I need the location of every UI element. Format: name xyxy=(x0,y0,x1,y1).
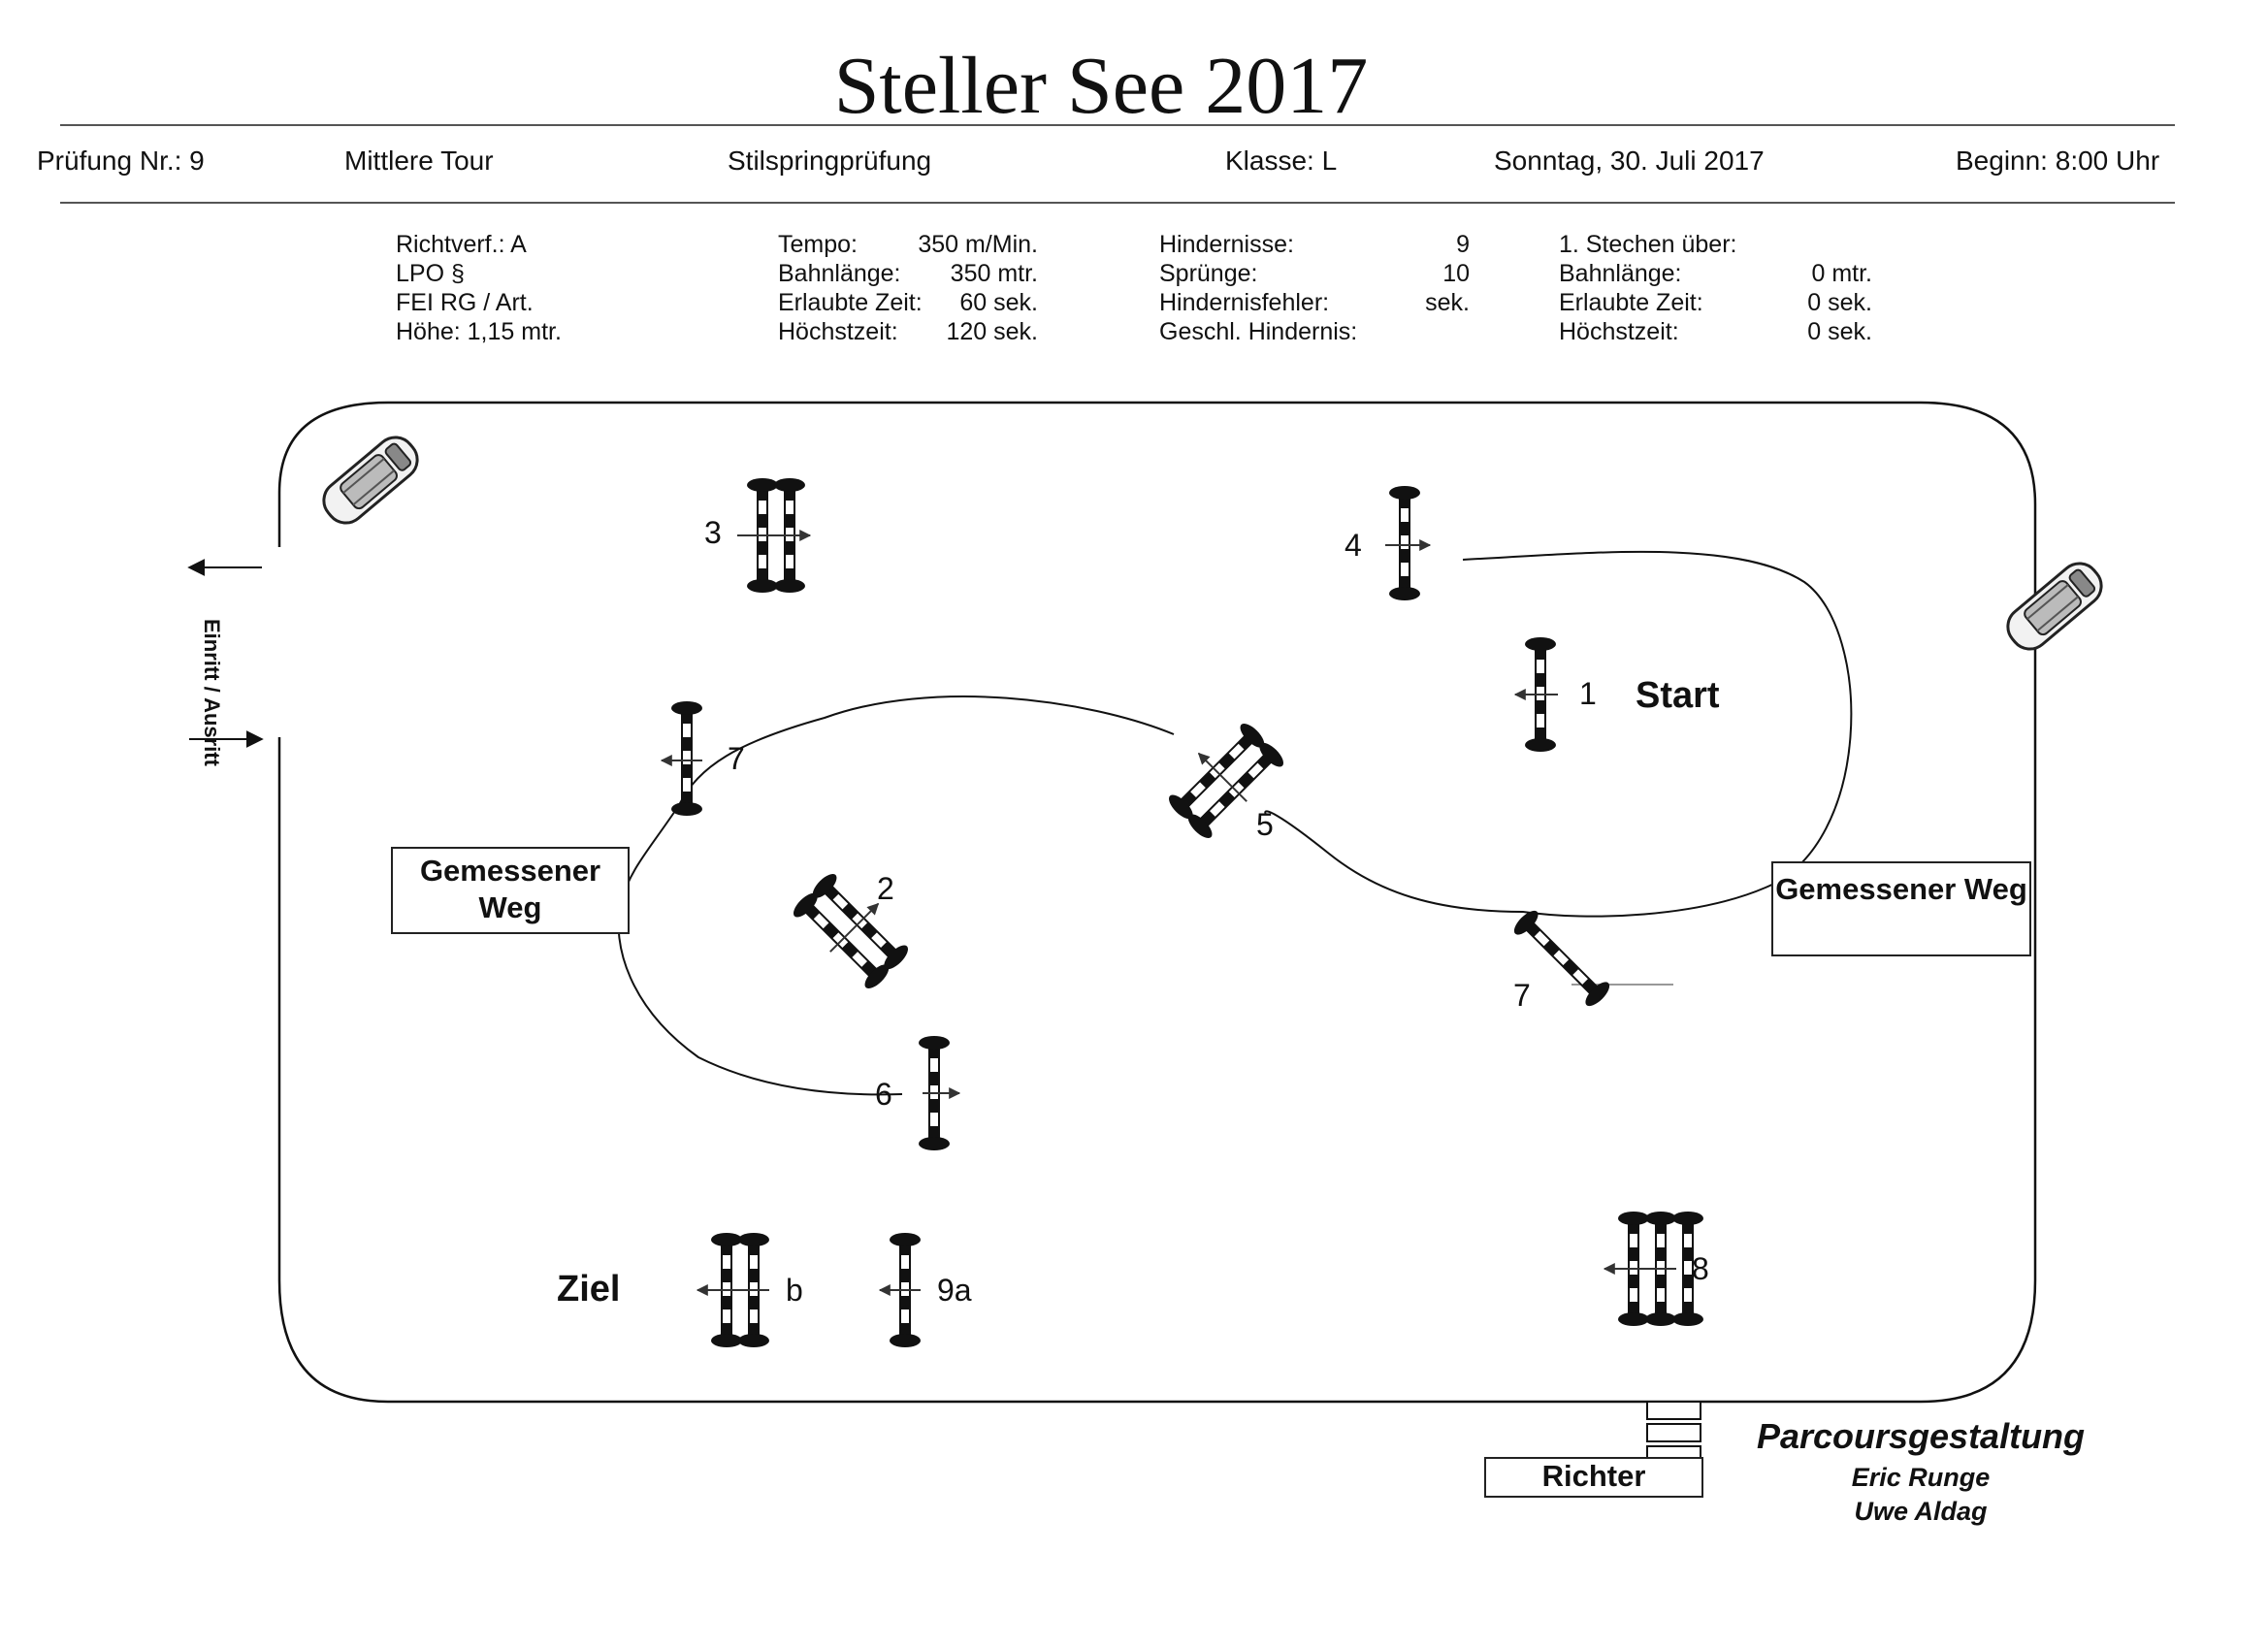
entrance-label: Einritt / Ausritt xyxy=(200,619,224,766)
obstacle-8 xyxy=(1603,1211,1704,1327)
detail-label: Bahnlänge: xyxy=(1559,260,1682,287)
detail-value: 0 sek. xyxy=(1807,318,1872,345)
detail-label: Höchstzeit: xyxy=(778,318,898,345)
rules-line: FEI RG / Art. xyxy=(396,289,534,316)
obstacle-number-1: 1 xyxy=(1579,676,1597,711)
obstacle-3 xyxy=(737,478,812,593)
rules-line: LPO § xyxy=(396,260,465,287)
obstacle-1 xyxy=(1513,636,1558,753)
page-title: Steller See 2017 xyxy=(833,41,1369,131)
event-date: Sonntag, 30. Juli 2017 xyxy=(1494,146,1765,176)
detail-value: 120 sek. xyxy=(946,318,1038,345)
obstacle-6 xyxy=(918,1035,961,1151)
rules-line: Höhe: 1,15 mtr. xyxy=(396,318,562,345)
obstacle-number-9a: 9a xyxy=(937,1273,972,1308)
obstacle-number-b: b xyxy=(786,1273,803,1308)
detail-value: sek. xyxy=(1425,289,1470,316)
obstacle-number-6: 6 xyxy=(875,1077,892,1112)
start-label: Start xyxy=(1636,675,1720,716)
header-rule-bottom xyxy=(60,202,2175,204)
detail-label: 1. Stechen über: xyxy=(1559,231,1737,258)
measured-way-left: Gemessener Weg xyxy=(391,847,630,934)
obstacle-number-2: 2 xyxy=(877,871,894,906)
obstacle-number-7-right: 7 xyxy=(1513,978,1531,1013)
speed-values: 350 m/Min. 350 mtr. 60 sek. 120 sek. xyxy=(873,230,1038,346)
detail-label: Tempo: xyxy=(778,231,858,258)
detail-value: 0 mtr. xyxy=(1811,260,1872,287)
detail-label: Bahnlänge: xyxy=(778,260,901,287)
rules-line: Richtverf.: A xyxy=(396,231,527,258)
start-time: Beginn: 8:00 Uhr xyxy=(1956,146,2160,176)
obstacle-values: 9 10 sek. xyxy=(1358,230,1470,346)
obstacle-number-5: 5 xyxy=(1256,807,1274,842)
finish-label: Ziel xyxy=(557,1269,621,1310)
detail-label: Sprünge: xyxy=(1159,260,1258,287)
detail-value: 0 sek. xyxy=(1807,289,1872,316)
obstacle-9b xyxy=(696,1233,769,1347)
detail-label: Hindernisfehler: xyxy=(1159,289,1330,316)
detail-label: Erlaubte Zeit: xyxy=(1559,289,1703,316)
tour-name: Mittlere Tour xyxy=(344,146,494,176)
measured-way-right: Gemessener Weg xyxy=(1771,861,2031,956)
rules-column: Richtverf.: A LPO § FEI RG / Art. Höhe: … xyxy=(396,230,562,346)
obstacle-2 xyxy=(790,863,919,992)
detail-value: 60 sek. xyxy=(959,289,1038,316)
detail-value: 350 m/Min. xyxy=(918,231,1038,258)
car-icon xyxy=(1998,554,2111,659)
jumpoff-labels: 1. Stechen über: Bahnlänge: Erlaubte Zei… xyxy=(1559,230,1736,346)
detail-label: Hindernisse: xyxy=(1159,231,1294,258)
arena-outline xyxy=(277,401,2037,1404)
detail-value: 9 xyxy=(1456,231,1470,258)
course-designer-label: Parcoursgestaltung xyxy=(1756,1416,2086,1456)
obstacle-7-left xyxy=(660,700,703,817)
header-rule-top xyxy=(60,124,2175,126)
detail-value: 350 mtr. xyxy=(950,260,1038,287)
obstacle-number-3: 3 xyxy=(704,515,722,550)
course-designer-name: Uwe Aldag xyxy=(1854,1497,1988,1526)
obstacle-4 xyxy=(1385,485,1432,601)
detail-label: Geschl. Hindernis: xyxy=(1159,318,1358,345)
competition-type: Stilspringprüfung xyxy=(728,146,932,176)
detail-label: Höchstzeit: xyxy=(1559,318,1679,345)
obstacle-number-8: 8 xyxy=(1692,1251,1709,1286)
course-designer-name: Eric Runge xyxy=(1851,1463,1991,1492)
jumpoff-values: 0 mtr. 0 sek. 0 sek. xyxy=(1766,230,1872,346)
judge-box: Richter xyxy=(1484,1457,1703,1498)
judge-stairs xyxy=(1646,1401,1701,1465)
obstacle-5 xyxy=(1158,713,1287,842)
car-icon xyxy=(314,428,427,533)
obstacle-number-7-left: 7 xyxy=(728,741,745,776)
speed-labels: Tempo: Bahnlänge: Erlaubte Zeit: Höchstz… xyxy=(778,230,923,346)
detail-value: 10 xyxy=(1442,260,1470,287)
class-level: Klasse: L xyxy=(1225,146,1338,176)
obstacle-number-4: 4 xyxy=(1345,528,1362,563)
detail-label: Erlaubte Zeit: xyxy=(778,289,923,316)
riding-path-center xyxy=(617,695,1175,1096)
pruefung-number: Prüfung Nr.: 9 xyxy=(37,146,205,176)
obstacle-9a xyxy=(878,1232,922,1348)
obstacle-labels: Hindernisse: Sprünge: Hindernisfehler: G… xyxy=(1159,230,1357,346)
riding-path xyxy=(1264,550,1853,918)
